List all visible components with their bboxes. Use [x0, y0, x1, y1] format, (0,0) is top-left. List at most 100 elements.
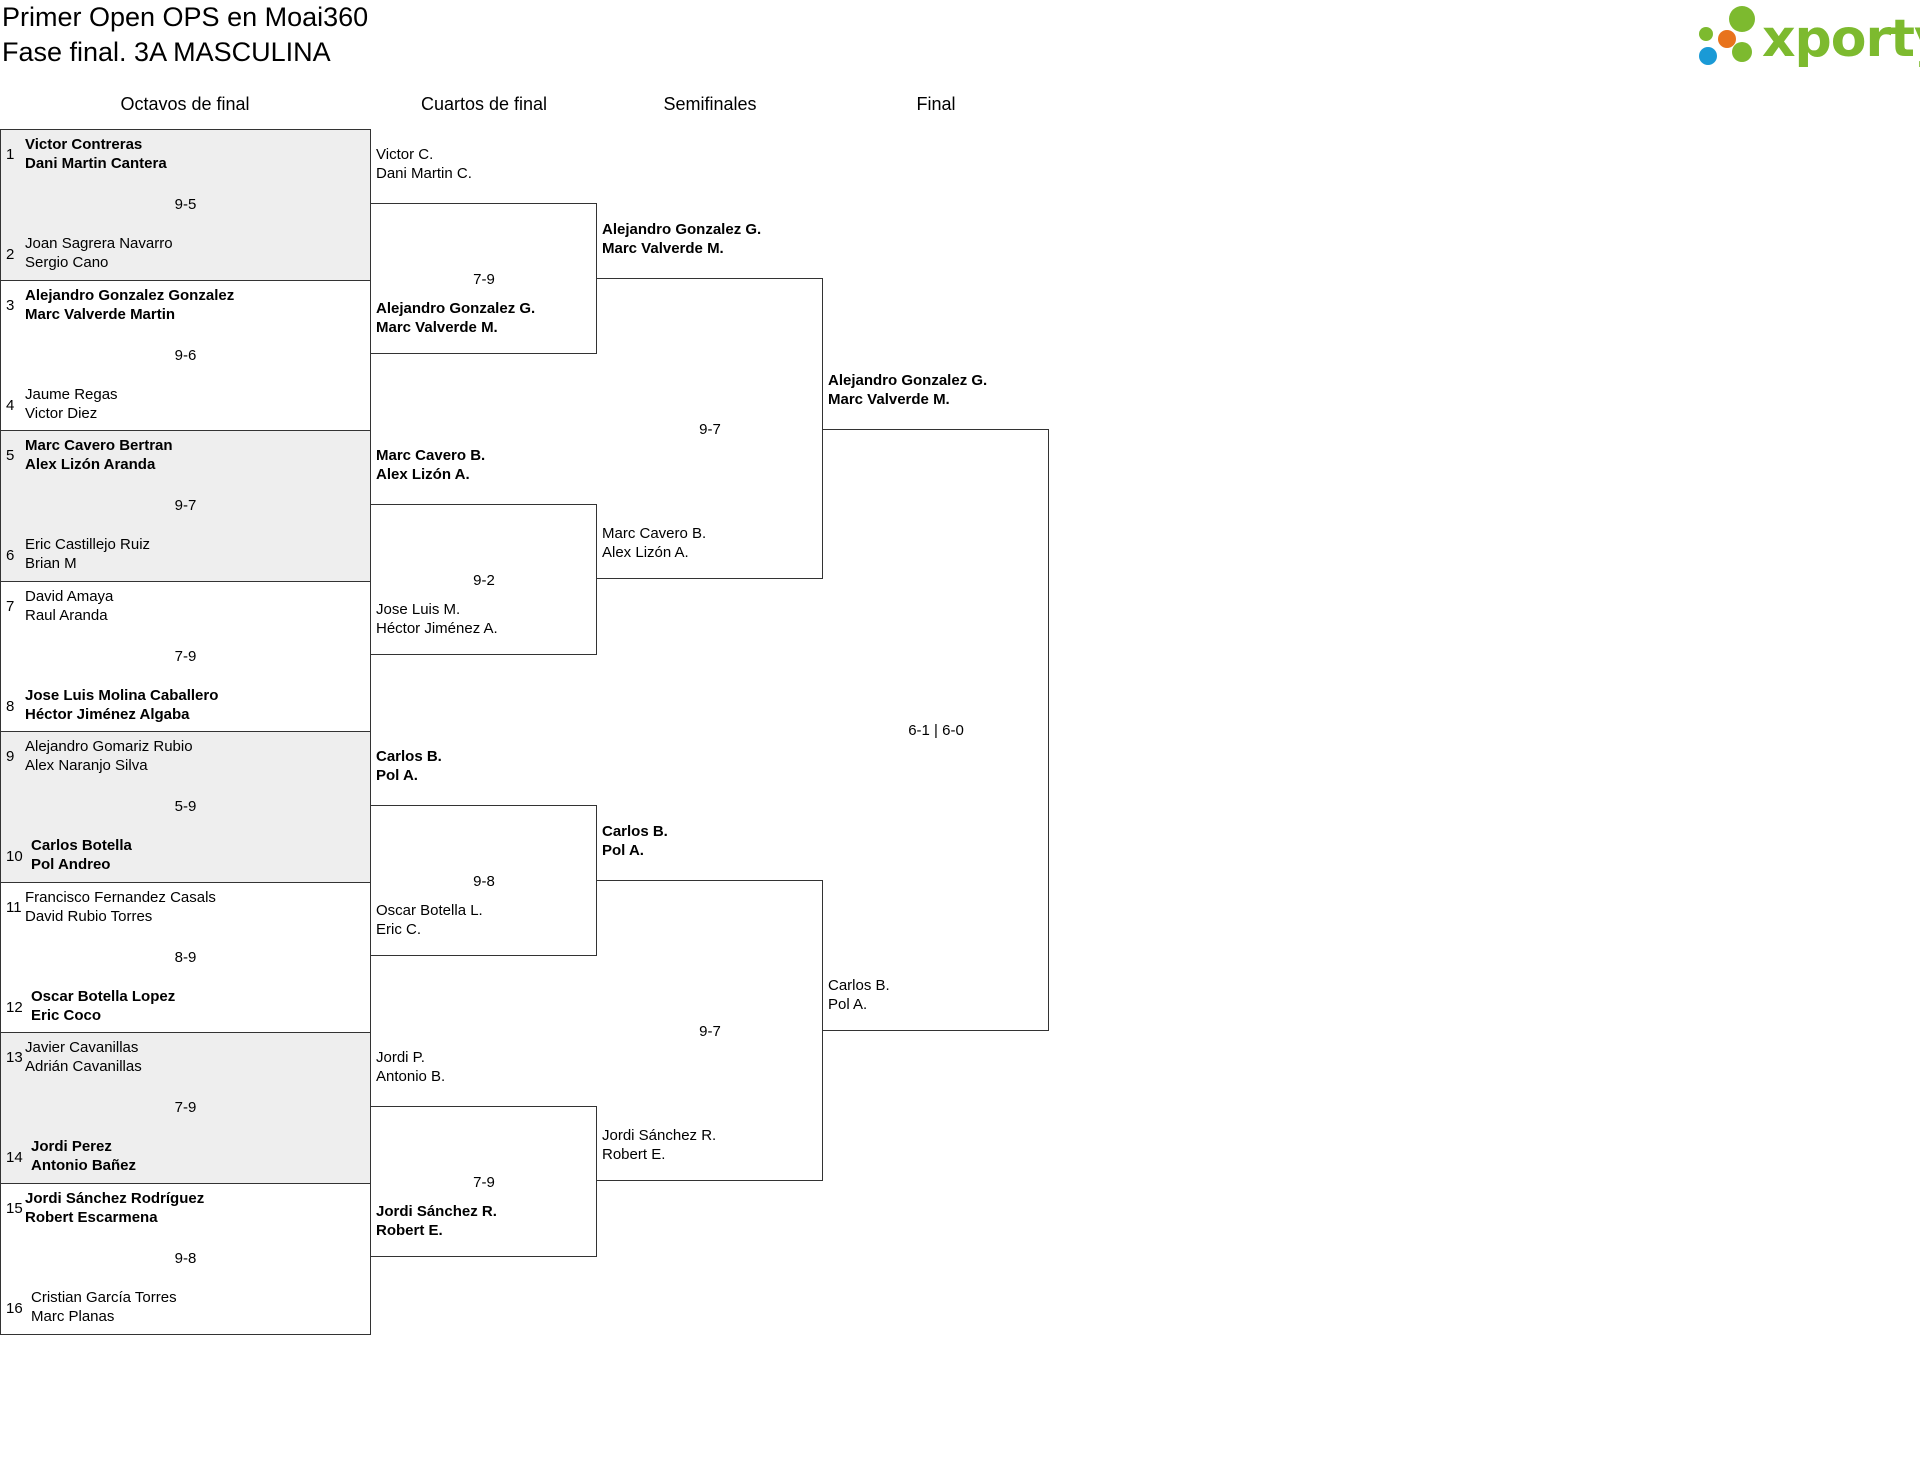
player-name: Alejandro Gonzalez G. — [828, 372, 988, 389]
player-name: Raul Aranda — [25, 607, 108, 624]
seed-number: 10 — [6, 848, 23, 865]
player-name: Jordi Sánchez Rodríguez — [25, 1190, 205, 1207]
seed-number: 11 — [6, 899, 22, 916]
player-name: Eric Castillejo Ruiz — [25, 536, 151, 553]
title-line-2: Fase final. 3A MASCULINA — [2, 37, 331, 67]
match-score: 9-7 — [174, 497, 197, 514]
seed-number: 12 — [6, 999, 23, 1016]
team-pair: Marc Cavero B. Alex Lizón A. — [376, 446, 485, 484]
round-header-cuartos: Cuartos de final — [420, 94, 548, 114]
seed-number: 7 — [6, 598, 15, 615]
seed-number: 15 — [6, 1200, 23, 1217]
player-name: Pol Andreo — [31, 856, 111, 873]
player-name: Marc Valverde Martin — [25, 306, 176, 323]
player-name: Victor C. — [376, 146, 434, 163]
player-name: Jose Luis Molina Caballero — [25, 687, 219, 704]
team-pair: Jose Luis M. Héctor Jiménez A. — [376, 600, 498, 638]
team-pair: Alejandro Gonzalez G. Marc Valverde M. — [376, 299, 535, 337]
player-name: Alejandro Gonzalez Gonzalez — [25, 287, 235, 304]
round-header-octavos: Octavos de final — [120, 94, 250, 114]
team-pair: Jordi P. Antonio B. — [376, 1048, 445, 1086]
player-name: Victor Diez — [25, 405, 98, 422]
player-name: Carlos B. — [828, 977, 890, 994]
player-name: Joan Sagrera Navarro — [25, 235, 173, 252]
title-line-1: Primer Open OPS en Moai360 — [2, 2, 369, 32]
seed-number: 9 — [6, 748, 15, 765]
match-score: 9-5 — [174, 196, 197, 213]
player-name: Antonio B. — [376, 1068, 446, 1085]
player-name: Pol A. — [602, 842, 644, 859]
player-name: Alejandro Gonzalez G. — [602, 221, 762, 238]
player-name: Jordi P. — [376, 1049, 425, 1066]
player-name: Alex Lizón A. — [376, 466, 470, 483]
player-name: Pol A. — [376, 767, 418, 784]
player-name: Jordi Perez — [31, 1138, 112, 1155]
player-name: Alejandro Gonzalez G. — [376, 300, 536, 317]
player-name: Marc Cavero B. — [376, 447, 486, 464]
player-name: Adrián Cavanillas — [25, 1058, 142, 1075]
final-score: 6-1 | 6-0 — [908, 722, 964, 739]
match-cuartos-2 — [371, 504, 597, 655]
match-semifinales-1 — [597, 278, 823, 579]
player-name: Cristian García Torres — [31, 1289, 177, 1306]
player-name: Eric C. — [376, 921, 421, 938]
team-pair: Victor C.Dani Martin C. — [376, 145, 472, 183]
round-header-semifinales: Semifinales — [663, 94, 757, 114]
round-header-final: Final — [916, 94, 956, 114]
player-name: Jordi Sánchez R. — [376, 1203, 497, 1220]
seed-number: 1 — [6, 146, 15, 163]
match-final — [823, 429, 1049, 1031]
player-name: Alejandro Gomariz Rubio — [25, 738, 193, 755]
match-score: 7-9 — [174, 1099, 197, 1116]
match-cuartos-1 — [371, 203, 597, 354]
match-score: 9-7 — [699, 1022, 721, 1040]
player-name: Marc Valverde M. — [828, 391, 950, 408]
match-score: 8-9 — [174, 949, 197, 966]
player-name: Héctor Jiménez A. — [376, 620, 498, 637]
player-name: Jose Luis M. — [376, 601, 461, 618]
player-name: Antonio Bañez — [31, 1157, 136, 1174]
team-pair: Jordi Sánchez R. Robert E. — [602, 1126, 716, 1164]
seed-number: 3 — [6, 297, 15, 314]
team-pair: Carlos B.Pol A. — [602, 822, 668, 860]
player-name: Francisco Fernandez Casals — [25, 889, 216, 906]
match-score: 9-8 — [174, 1250, 197, 1267]
match-score: 9-2 — [473, 571, 495, 589]
player-name: Robert Escarmena — [25, 1209, 158, 1226]
team-pair: Carlos B.Pol A. — [828, 976, 890, 1014]
player-name: Dani Martin Cantera — [25, 155, 167, 172]
player-name: Carlos B. — [376, 748, 442, 765]
player-name: Eric Coco — [31, 1007, 102, 1024]
player-name: David Rubio Torres — [25, 908, 153, 925]
player-name: Oscar Botella L. — [376, 902, 483, 919]
player-name: Brian M — [25, 555, 77, 572]
seed-number: 14 — [6, 1149, 23, 1166]
player-name: Héctor Jiménez Algaba — [25, 706, 190, 723]
player-name: Robert E. — [602, 1146, 666, 1163]
player-name: Javier Cavanillas — [25, 1039, 139, 1056]
seed-number: 16 — [6, 1300, 23, 1317]
team-pair: Alejandro Gonzalez G. Marc Valverde M. — [828, 371, 987, 409]
player-name: Marc Cavero Bertran — [25, 437, 173, 454]
match-cuartos-4 — [371, 1106, 597, 1257]
xporty-logo: xporty — [1694, 4, 1920, 69]
seed-number: 6 — [6, 547, 15, 564]
player-name: Marc Valverde M. — [376, 319, 498, 336]
player-name: Jordi Sánchez R. — [602, 1127, 717, 1144]
player-name: Jaume Regas — [25, 386, 118, 403]
